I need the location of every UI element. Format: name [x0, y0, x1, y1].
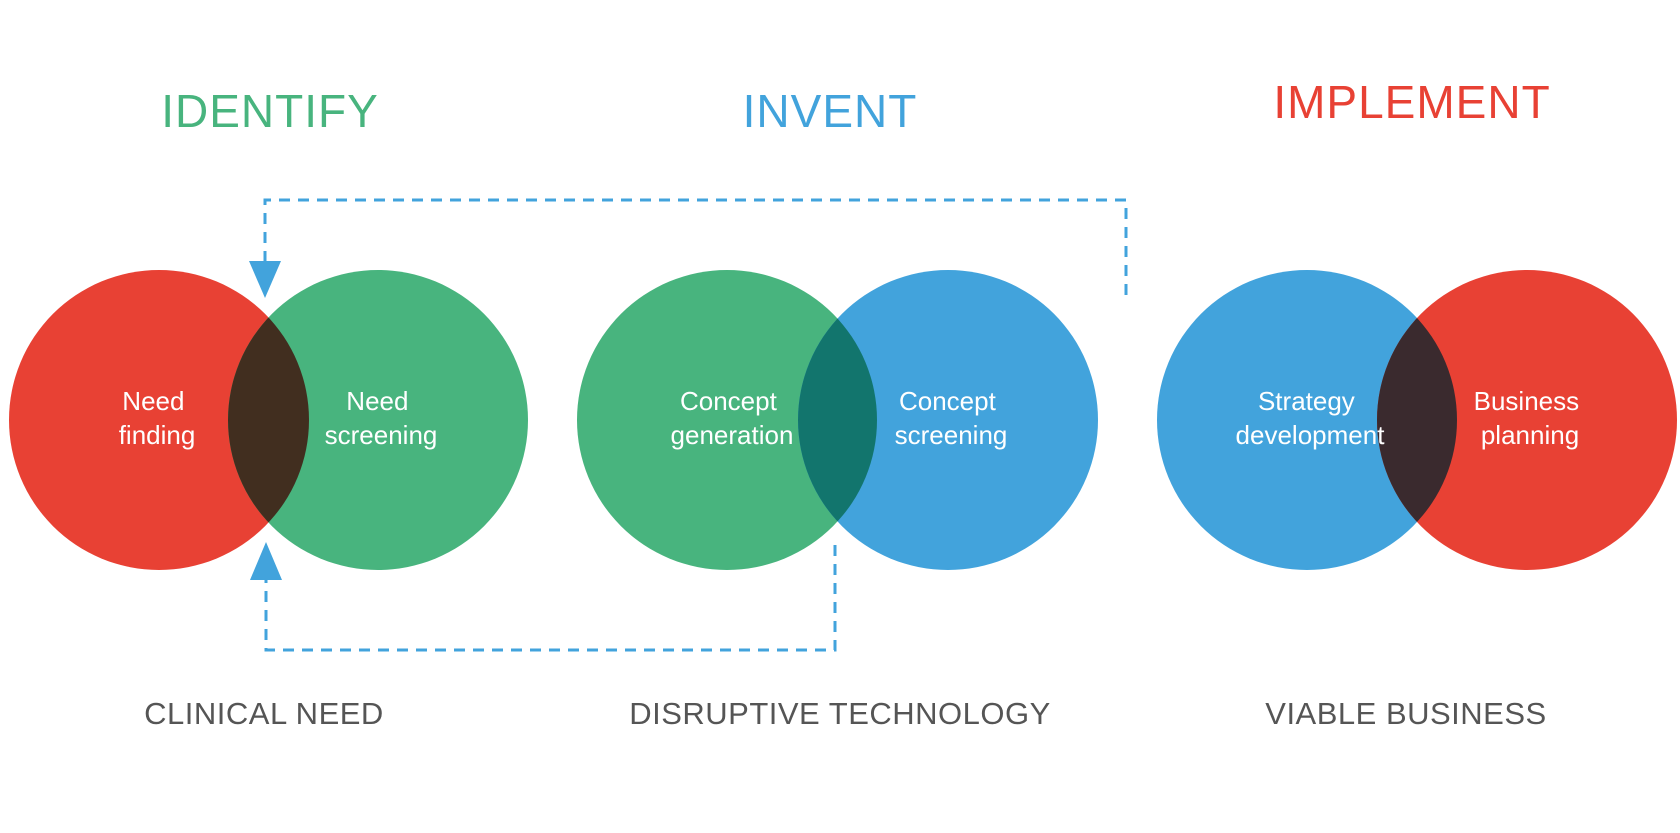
connector-feedback-from-implement — [249, 198, 1128, 298]
phase-title-invent: INVENT — [743, 85, 918, 137]
phase-caption-disruptive-technology: DISRUPTIVE TECHNOLOGY — [629, 696, 1051, 731]
label-strategy-development: Strategy development — [1236, 386, 1386, 450]
dashed-line-implement-to-identify — [263, 198, 1128, 295]
phase-title-identify: IDENTIFY — [161, 85, 379, 137]
venn-identify: Need finding Need screening — [9, 270, 528, 570]
circle-strategy-development — [1157, 270, 1457, 570]
label-business-planning: Business planning — [1474, 386, 1587, 450]
circle-business-planning — [1377, 270, 1677, 570]
label-need-screening: Need screening — [325, 386, 438, 450]
phase-caption-viable-business: VIABLE BUSINESS — [1265, 696, 1546, 731]
phase-title-implement: IMPLEMENT — [1273, 76, 1550, 128]
venn-invent: Concept generation Concept screening — [577, 270, 1098, 570]
arrow-down-icon — [249, 261, 281, 298]
circle-need-screening — [228, 270, 528, 570]
circle-need-finding — [9, 270, 309, 570]
connector-feedback-from-invent — [250, 542, 837, 652]
dashed-line-invent-to-identify — [264, 545, 837, 652]
phase-caption-clinical-need: CLINICAL NEED — [144, 696, 384, 731]
label-need-finding: Need finding — [119, 386, 196, 450]
arrow-up-icon — [250, 542, 282, 580]
label-concept-generation: Concept generation — [671, 386, 794, 450]
circle-concept-screening — [798, 270, 1098, 570]
label-concept-screening: Concept screening — [895, 386, 1008, 450]
venn-implement: Strategy development Business planning — [1157, 270, 1677, 570]
circle-concept-generation — [577, 270, 877, 570]
